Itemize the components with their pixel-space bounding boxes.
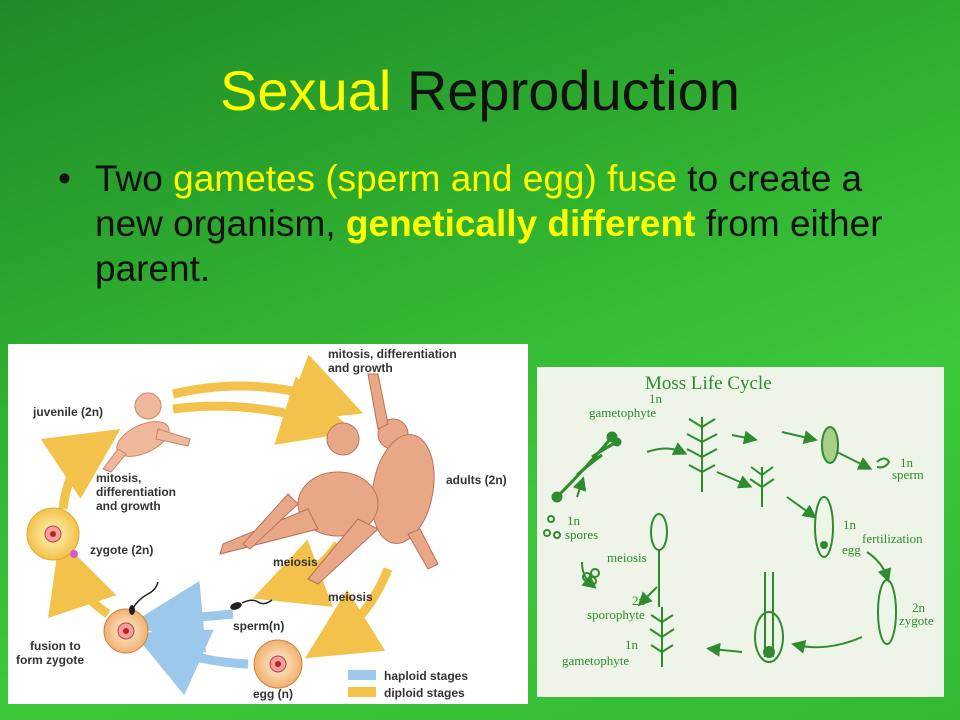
moss-arrow-6 [786, 496, 817, 519]
label-adults: adults (2n) [446, 473, 507, 487]
moss-label-gametophyte-bottom-2: gametophyte [562, 653, 629, 668]
moss-leafy-shoot [686, 417, 718, 492]
arrow-sperm-to-fusion [131, 580, 234, 653]
moss-label-zygote-1: 2n [912, 600, 926, 615]
moss-label-gametophyte-bottom-1: 1n [625, 637, 639, 652]
moss-arrow-11 [581, 561, 597, 589]
moss-arrow-12 [572, 476, 587, 498]
adults-figure [219, 373, 439, 585]
zygote-cell [26, 507, 80, 561]
sperm-cell [230, 599, 273, 610]
moss-arrow-8 [791, 636, 863, 654]
moss-label-zygote-2: zygote [899, 613, 934, 628]
bullet-seg-3: to create a new organism, [95, 158, 863, 244]
egg-cell [253, 639, 303, 689]
label-sperm: sperm(n) [233, 619, 284, 633]
human-cycle-svg: mitosis, differentiation and growth juve… [16, 347, 507, 701]
label-zygote: zygote (2n) [90, 543, 153, 557]
moss-sperm [876, 457, 891, 469]
moss-arrow-5 [716, 471, 753, 489]
moss-arrow-9 [706, 642, 743, 657]
moss-spores [543, 515, 600, 586]
moss-label-meiosis: meiosis [607, 550, 647, 565]
bullet-highlight-gametes: gametes (sperm and egg) fuse [173, 158, 678, 199]
moss-label-gametophyte-top-1: 1n [649, 391, 663, 406]
moss-cycle-diagram: Moss Life Cycle 1n gametophyte 1n sperm … [537, 367, 944, 697]
label-meiosis-2: meiosis [328, 590, 373, 604]
moss-arrow-2 [731, 430, 758, 445]
bullet-seg-1: Two [95, 158, 174, 199]
label-fusion-2: form zygote [16, 653, 84, 667]
moss-sporophyte [754, 572, 784, 663]
arrow-egg-to-fusion [133, 629, 249, 696]
moss-label-egg: egg [842, 542, 861, 557]
moss-label-spores-2: spores [565, 527, 598, 542]
bullet-text: Two gametes (sperm and egg) fuse to crea… [95, 156, 895, 291]
moss-antheridium [821, 426, 839, 464]
title-rest: Reproduction [406, 59, 740, 122]
moss-small-shoot [749, 466, 775, 507]
moss-zygote-archegonium [877, 579, 897, 645]
arrow-adult-meiosis-egg [305, 567, 393, 659]
legend-label-diploid: diploid stages [384, 686, 465, 700]
legend-label-haploid: haploid stages [384, 669, 468, 683]
legend-swatch-haploid [348, 670, 376, 680]
moss-label-sperm-2: sperm [892, 467, 924, 482]
label-fusion-1: fusion to [30, 639, 81, 653]
moss-label-sporophyte-2: sporophyte [587, 607, 645, 622]
moss-capsule [650, 513, 668, 607]
moss-gametophyte-top [551, 431, 622, 503]
moss-arrow-7 [866, 551, 892, 583]
moss-label-gametophyte-top-2: gametophyte [589, 405, 656, 420]
title-highlight: Sexual [220, 59, 392, 122]
legend: haploid stages diploid stages [348, 669, 468, 700]
moss-cycle-svg: Moss Life Cycle 1n gametophyte 1n sperm … [543, 373, 934, 668]
label-mitosis-left-1: mitosis, [96, 471, 141, 485]
moss-gametophyte-bottom [649, 607, 675, 667]
label-egg: egg (n) [253, 687, 293, 701]
label-mitosis-left-3: and growth [96, 499, 161, 513]
arrow-fusion-to-zygote [48, 538, 117, 619]
label-mitosis-top-1: mitosis, differentiation [328, 347, 457, 361]
label-meiosis-1: meiosis [273, 555, 318, 569]
juvenile-figure [102, 392, 191, 473]
arrow-juvenile-to-adult-1 [171, 354, 364, 422]
moss-arrow-10 [637, 586, 658, 607]
moss-title: Moss Life Cycle [645, 373, 772, 394]
moss-label-sperm-1: 1n [900, 455, 914, 470]
label-mitosis-left-2: differentiation [96, 485, 176, 499]
bullet-seg-5: from either parent. [95, 203, 883, 289]
moss-arrow-3 [781, 430, 818, 444]
arrow-zygote-to-juvenile [40, 429, 121, 510]
moss-label-sporophyte-1: 2n [632, 593, 646, 608]
moss-label-fertilization-1: 1n [843, 517, 857, 532]
legend-swatch-diploid [348, 687, 376, 697]
label-mitosis-top-2: and growth [328, 361, 393, 375]
arrow-juvenile-to-adult-2 [172, 376, 354, 445]
moss-arrow-1 [646, 442, 688, 455]
moss-label-spores-1: 1n [567, 513, 581, 528]
fusion-cell [103, 581, 159, 654]
slide-title: Sexual Reproduction [0, 58, 960, 124]
bullet-highlight-genetic: genetically different [345, 203, 696, 244]
moss-archegonium [814, 496, 834, 558]
label-juvenile: juvenile (2n) [32, 405, 103, 419]
moss-arrow-4 [836, 451, 873, 470]
bullet-marker: • [58, 158, 71, 199]
human-cycle-diagram: mitosis, differentiation and growth juve… [8, 344, 528, 704]
moss-label-fertilization-2: fertilization [862, 531, 923, 546]
